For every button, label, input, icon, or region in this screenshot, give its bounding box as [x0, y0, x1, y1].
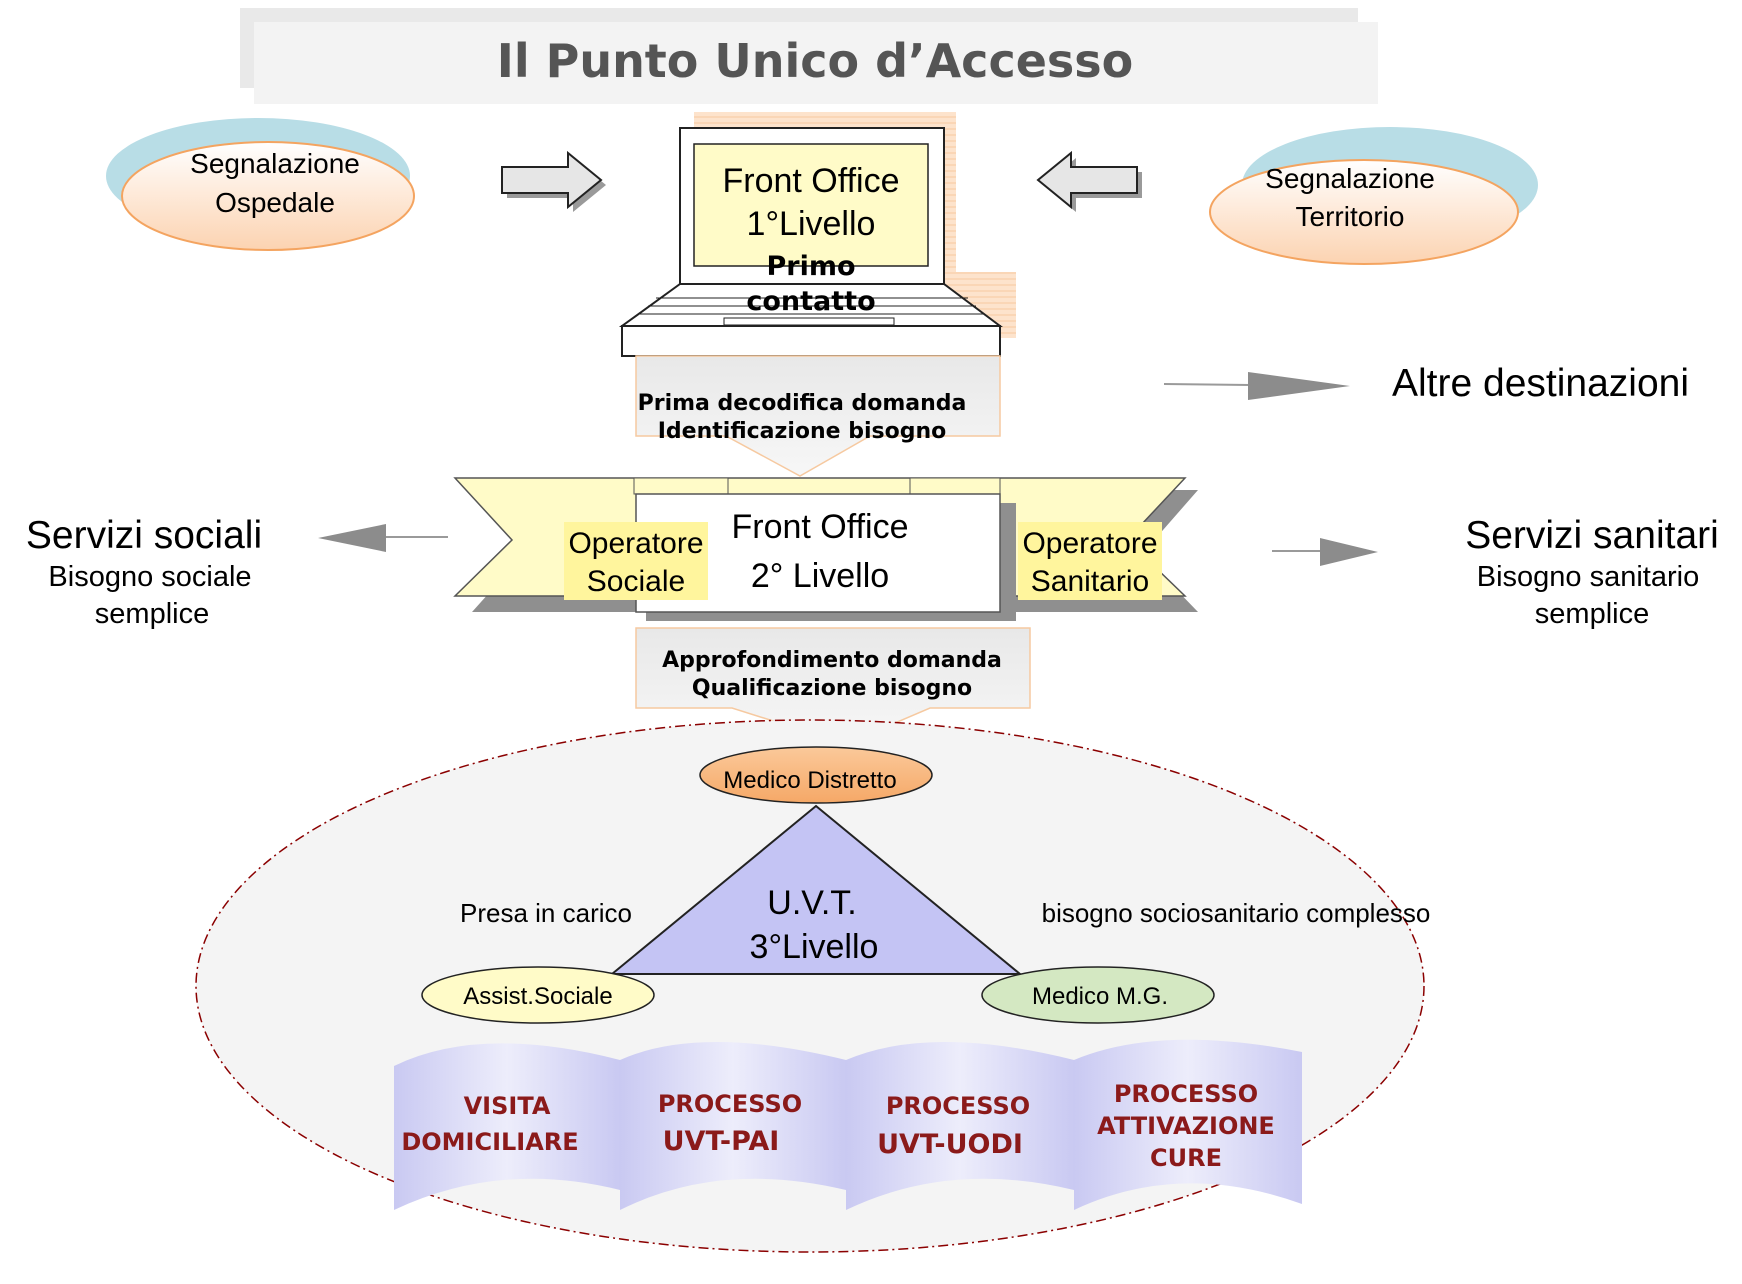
- step-1-line2: Identificazione bisogno: [658, 419, 947, 444]
- process-4-line1: PROCESSO: [1114, 1080, 1258, 1108]
- medico-distretto: Medico Distretto: [699, 746, 933, 804]
- servizi-sociali: Servizi sociali Bisogno sociale semplice: [26, 514, 448, 630]
- process-1-line2: DOMICILIARE: [401, 1128, 578, 1156]
- medico-mg-label: Medico M.G.: [1032, 983, 1168, 1010]
- source-ospedale-line2: Ospedale: [215, 187, 335, 218]
- servizi-sociali-sub2: semplice: [95, 598, 209, 630]
- bisogno-complesso-label: bisogno sociosanitario complesso: [1042, 898, 1431, 928]
- source-territorio: Segnalazione Territorio: [1209, 127, 1538, 265]
- source-territorio-line2: Territorio: [1296, 201, 1405, 232]
- process-banners: VISITA DOMICILIARE PROCESSO UVT-PAI PROC…: [394, 1039, 1302, 1210]
- front-office-2-line2: 2° Livello: [751, 557, 889, 595]
- step-1-line1: Prima decodifica domanda: [638, 391, 967, 416]
- step-1-block: Prima decodifica domanda Identificazione…: [635, 355, 1001, 477]
- servizi-sanitari: Servizi sanitari Bisogno sanitario sempl…: [1272, 514, 1719, 630]
- step-2-block: Approfondimento domanda Qualificazione b…: [635, 627, 1031, 745]
- other-destinations: Altre destinazioni: [1163, 362, 1689, 405]
- front-office-2-line1: Front Office: [732, 508, 909, 546]
- servizi-sanitari-sub1: Bisogno sanitario: [1477, 561, 1699, 593]
- servizi-sociali-title: Servizi sociali: [26, 514, 262, 557]
- servizi-sanitari-title: Servizi sanitari: [1465, 514, 1719, 557]
- process-2-line2: UVT-PAI: [663, 1126, 780, 1157]
- process-4-line3: CURE: [1150, 1144, 1222, 1172]
- uvt-title-line2: 3°Livello: [750, 928, 879, 966]
- step-2-line2: Qualificazione bisogno: [692, 676, 972, 701]
- process-2-line1: PROCESSO: [658, 1090, 802, 1118]
- front-office-1-line2: 1°Livello: [747, 205, 876, 243]
- source-ospedale-line1: Segnalazione: [190, 148, 360, 179]
- uvt-triangle: U.V.T. 3°Livello: [609, 804, 1023, 975]
- presa-in-carico-label: Presa in carico: [460, 898, 632, 928]
- page-title: Il Punto Unico d’Accesso: [497, 34, 1134, 88]
- operatore-sanitario-line1: Operatore: [1022, 527, 1157, 560]
- operatore-sociale-line1: Operatore: [568, 527, 703, 560]
- arrow-left-icon: [1036, 150, 1142, 212]
- front-office-1-line1: Front Office: [723, 162, 900, 200]
- source-territorio-line1: Segnalazione: [1265, 163, 1435, 194]
- front-office-1-sub1: Primo: [766, 251, 855, 282]
- medico-distretto-label: Medico Distretto: [723, 767, 896, 794]
- process-uvt-pai: PROCESSO UVT-PAI: [620, 1042, 846, 1210]
- assist-sociale: Assist.Sociale: [421, 966, 655, 1024]
- servizi-sociali-sub1: Bisogno sociale: [48, 561, 251, 593]
- front-office-2-ribbon: Operatore Sociale Operatore Sanitario Fr…: [453, 477, 1198, 621]
- source-ospedale: Segnalazione Ospedale: [106, 118, 415, 251]
- arrow-right-icon: [501, 150, 606, 212]
- process-visita-domiciliare: VISITA DOMICILIARE: [394, 1043, 620, 1210]
- process-3-line1: PROCESSO: [886, 1092, 1030, 1120]
- front-office-1-laptop: Front Office 1°Livello Primo contatto: [618, 112, 1016, 357]
- title-banner: Il Punto Unico d’Accesso: [240, 8, 1378, 104]
- servizi-sanitari-sub2: semplice: [1535, 598, 1649, 630]
- other-destinations-label: Altre destinazioni: [1392, 362, 1689, 405]
- process-attivazione-cure: PROCESSO ATTIVAZIONE CURE: [1074, 1039, 1302, 1210]
- process-4-line2: ATTIVAZIONE: [1097, 1112, 1275, 1140]
- front-office-1-sub2: contatto: [746, 286, 875, 317]
- medico-mg: Medico M.G.: [981, 966, 1215, 1024]
- operatore-sociale-line2: Sociale: [587, 565, 685, 598]
- operatore-sanitario-line2: Sanitario: [1031, 565, 1149, 598]
- process-uvt-uodi: PROCESSO UVT-UODI: [846, 1042, 1074, 1210]
- step-2-line1: Approfondimento domanda: [662, 648, 1002, 673]
- assist-sociale-label: Assist.Sociale: [463, 983, 612, 1010]
- process-1-line1: VISITA: [464, 1092, 551, 1120]
- process-3-line2: UVT-UODI: [877, 1129, 1023, 1160]
- uvt-title-line1: U.V.T.: [767, 884, 856, 922]
